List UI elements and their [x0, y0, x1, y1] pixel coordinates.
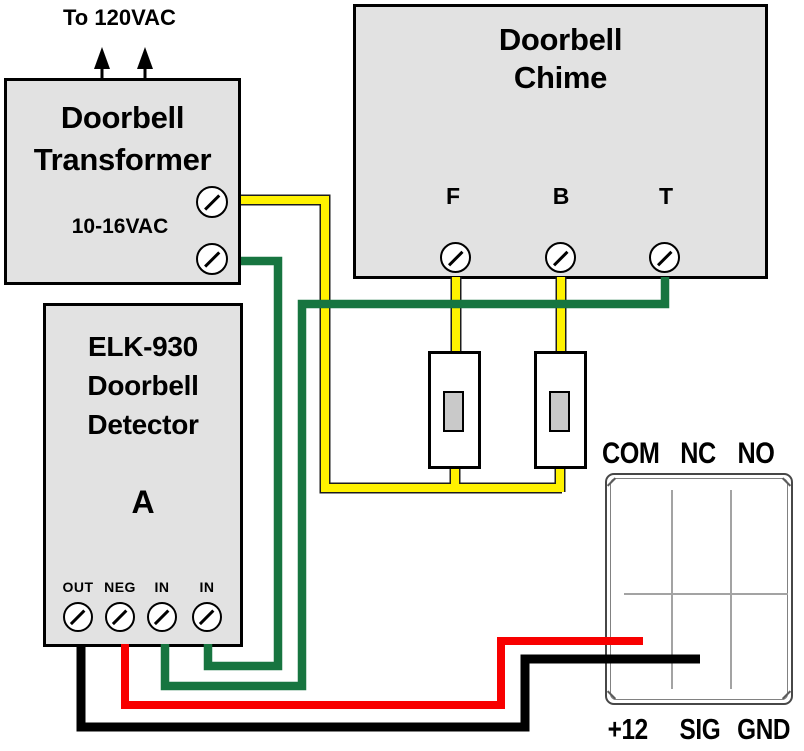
screw-terminal-icon	[545, 242, 576, 273]
button-actuator-icon	[549, 391, 570, 432]
doorbell-button-front	[428, 351, 481, 469]
screw-slot-icon	[656, 250, 672, 266]
screw-terminal-icon	[440, 242, 471, 273]
detector-terminal-label-in2: IN	[199, 579, 215, 595]
doorbell-chime-box: Doorbell Chime	[353, 4, 768, 279]
doorbell-transformer-box: Doorbell Transformer	[4, 78, 241, 285]
button-actuator-icon	[443, 391, 464, 432]
screw-slot-icon	[112, 609, 128, 625]
wire-red-detector-neg-to-relay	[121, 637, 643, 709]
chime-terminal-label-trans: T	[658, 183, 674, 209]
detector-title-line: ELK-930	[88, 331, 198, 362]
detector-terminal-label-out: OUT	[62, 579, 94, 595]
up-arrow-icon	[137, 47, 153, 69]
detector-terminal-label-neg: NEG	[104, 579, 136, 595]
relay-terminal-label-com: COM	[601, 437, 660, 470]
screw-terminal-icon	[192, 602, 222, 632]
screw-slot-icon	[552, 250, 568, 266]
chime-title-line: Doorbell	[498, 22, 623, 57]
chime-title-line: Chime	[513, 60, 608, 95]
screw-terminal-icon	[196, 243, 228, 275]
relay-module-box	[605, 473, 793, 705]
relay-module-inner-outline	[610, 478, 788, 700]
detector-terminal-label-in1: IN	[154, 579, 170, 595]
ac-supply-arrow-stems	[100, 58, 147, 78]
screw-slot-icon	[447, 250, 463, 266]
relay-divider-line	[671, 490, 673, 689]
chime-terminal-label-back: B	[552, 183, 570, 209]
chime-terminal-label-front: F	[445, 183, 461, 209]
screw-terminal-icon	[649, 242, 680, 273]
relay-terminal-label-12v: +12	[607, 714, 648, 746]
screw-slot-icon	[203, 194, 220, 211]
transformer-output-voltage-label: 10-16VAC	[71, 215, 169, 238]
screw-slot-icon	[70, 609, 86, 625]
screw-terminal-icon	[105, 602, 135, 632]
transformer-title-line: Transformer	[33, 142, 212, 177]
detector-channel-label: A	[131, 484, 155, 520]
screw-terminal-icon	[147, 602, 177, 632]
up-arrow-icon	[94, 47, 110, 69]
doorbell-button-back	[534, 351, 587, 469]
relay-terminal-label-nc: NC	[680, 437, 716, 470]
relay-terminal-label-gnd: GND	[737, 714, 791, 746]
relay-terminal-label-sig: SIG	[679, 714, 721, 746]
screw-terminal-icon	[63, 602, 93, 632]
screw-slot-icon	[203, 251, 220, 268]
supply-voltage-label: To 120VAC	[63, 5, 176, 30]
transformer-title: Doorbell Transformer	[7, 97, 238, 181]
relay-terminal-label-no: NO	[737, 437, 775, 470]
chime-title: Doorbell Chime	[356, 21, 765, 97]
detector-title: ELK-930 Doorbell Detector	[46, 327, 240, 444]
screw-slot-icon	[199, 609, 215, 625]
detector-title-line: Detector	[87, 409, 199, 440]
screw-terminal-icon	[196, 186, 228, 218]
transformer-title-line: Doorbell	[60, 100, 185, 135]
elk930-detector-box: ELK-930 Doorbell Detector	[43, 303, 243, 647]
relay-divider-line	[730, 490, 732, 689]
detector-title-line: Doorbell	[87, 370, 199, 401]
relay-divider-line	[624, 593, 788, 595]
screw-slot-icon	[154, 609, 170, 625]
